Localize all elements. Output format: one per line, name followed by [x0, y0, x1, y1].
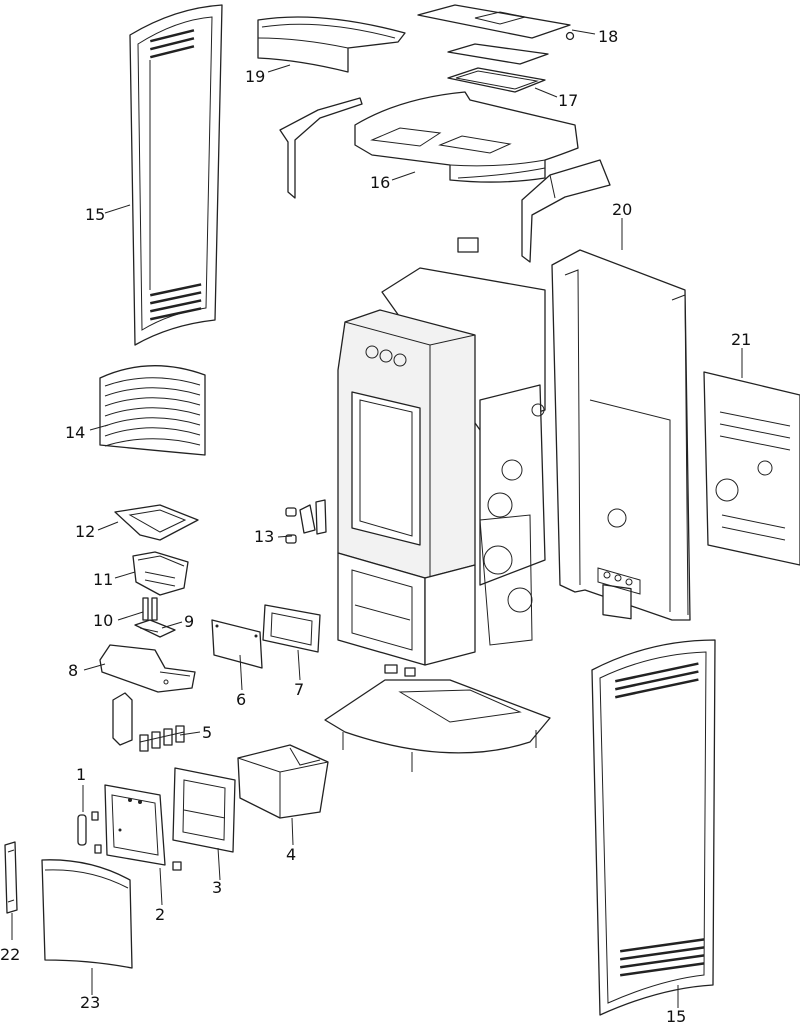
callout-1: 1 — [76, 765, 86, 784]
callout-14: 14 — [65, 423, 85, 442]
part-22-hinge-bar — [4, 841, 18, 914]
part-17-gasket-plates — [447, 43, 549, 93]
part-10-and-9-brackets — [134, 597, 176, 638]
callout-21: 21 — [731, 330, 751, 349]
callout-9: 9 — [184, 612, 194, 631]
part-16-top-frame — [279, 91, 579, 199]
callout-8: 8 — [68, 661, 78, 680]
part-18-top-plate — [417, 4, 575, 41]
part-7-gasket-frame — [262, 604, 321, 653]
part-13-hinge-kit — [285, 499, 327, 544]
part-8-lower-tray — [99, 644, 196, 693]
part-1-door-handle — [77, 811, 102, 854]
callout-3: 3 — [212, 878, 222, 897]
callout-13: 13 — [254, 527, 274, 546]
callout-12: 12 — [75, 522, 95, 541]
callout-15-left: 15 — [85, 205, 105, 224]
callout-labels: 1 2 3 4 5 6 7 8 9 10 11 12 13 14 15 15 1… — [0, 27, 751, 1024]
stove-main-body — [337, 237, 546, 666]
callout-16: 16 — [370, 173, 390, 192]
part-14-front-grille — [99, 365, 206, 456]
callout-23: 23 — [80, 993, 100, 1012]
side-bracket-right — [521, 159, 611, 263]
callout-22: 22 — [0, 945, 20, 964]
callout-18: 18 — [598, 27, 618, 46]
callout-15-right: 15 — [666, 1007, 686, 1024]
part-6-plate — [211, 619, 263, 669]
part-15-left-side-panel — [129, 4, 223, 346]
callout-20: 20 — [612, 200, 632, 219]
part-3-door-frame — [172, 767, 236, 853]
callout-10: 10 — [93, 611, 113, 630]
leader-lines — [11, 29, 743, 1008]
callout-7: 7 — [294, 680, 304, 699]
part-12-ash-tray — [114, 504, 199, 541]
callout-6: 6 — [236, 690, 246, 709]
part-23-front-door-cover — [41, 859, 133, 969]
callout-5: 5 — [202, 723, 212, 742]
stove-base-plate — [324, 664, 551, 772]
callout-4: 4 — [286, 845, 296, 864]
part-2-door-assembly — [104, 784, 182, 871]
callout-2: 2 — [155, 905, 165, 924]
callout-11: 11 — [93, 570, 113, 589]
part-19-top-cover — [257, 16, 406, 73]
callout-17: 17 — [558, 91, 578, 110]
part-21-rear-grille-panel — [703, 371, 800, 566]
part-15-right-side-panel — [591, 639, 716, 1016]
part-11-burn-pot — [132, 551, 189, 596]
part-4-hopper-box — [237, 744, 329, 819]
part-5-clip-brackets — [112, 692, 185, 752]
callout-19: 19 — [245, 67, 265, 86]
part-20-back-panel — [551, 249, 691, 621]
